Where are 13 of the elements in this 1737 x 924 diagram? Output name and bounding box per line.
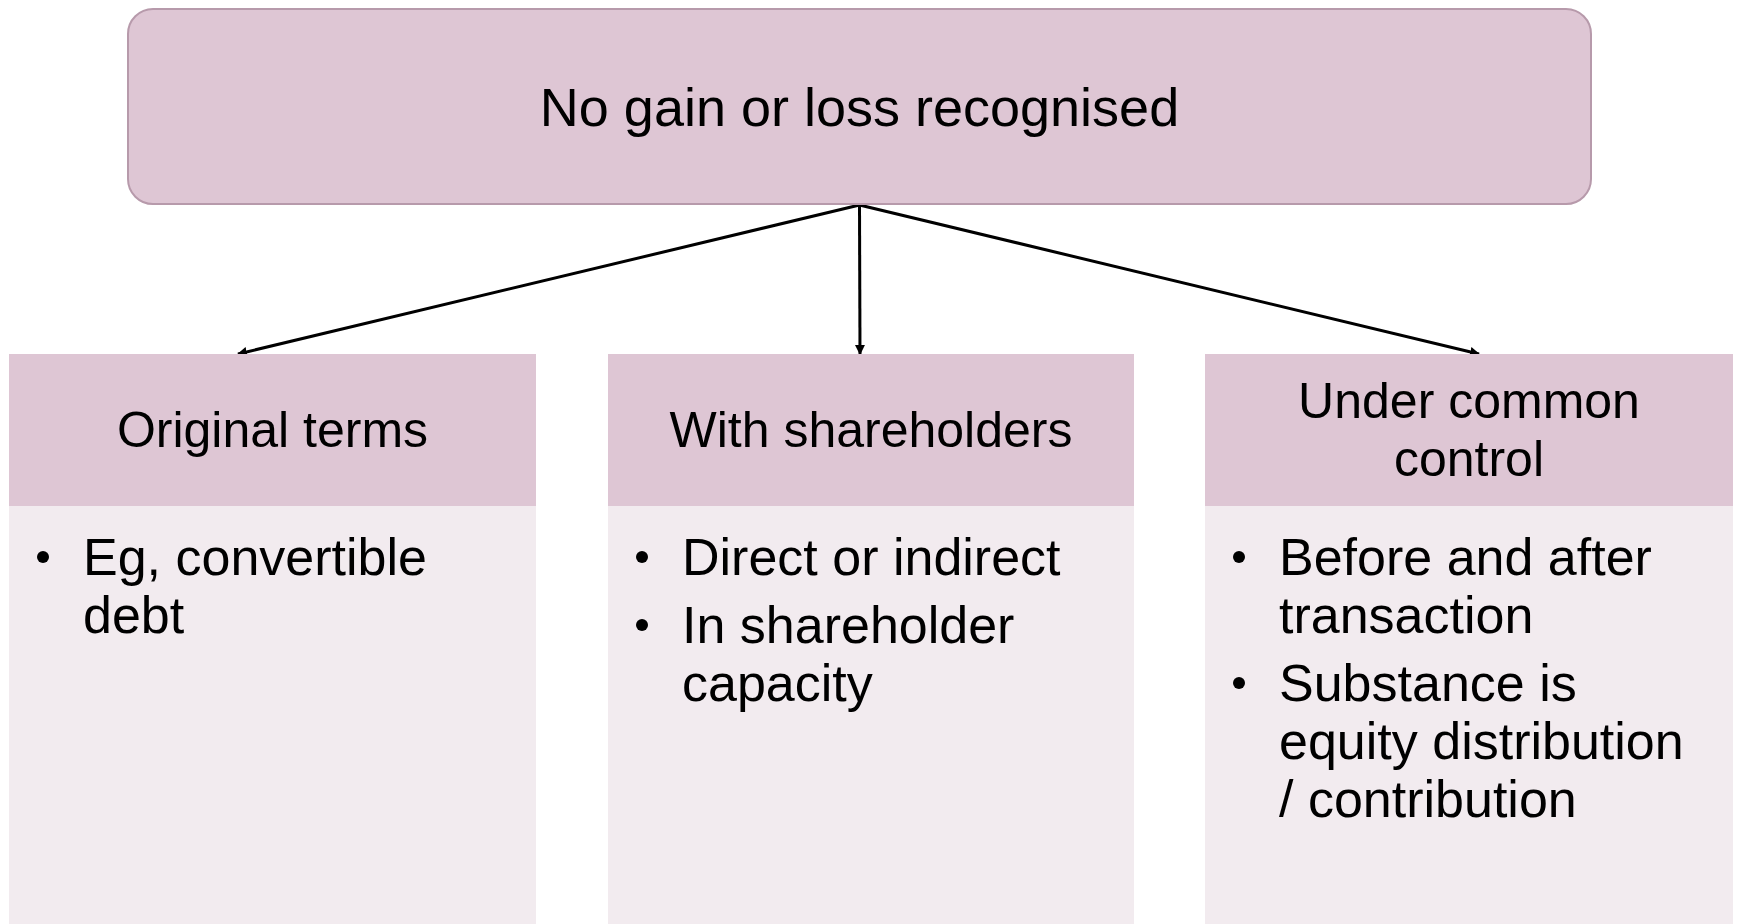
arrow (859, 203, 1480, 357)
bullet-item: Direct or indirect (682, 528, 1062, 586)
bullet-item: In shareholder capacity (682, 596, 1016, 712)
bullet-item: Eg, convertible debt (83, 528, 428, 644)
box-title: No gain or loss recognised (539, 75, 1180, 138)
bullet-item: Before and after transaction (1279, 528, 1653, 644)
rounded-box (127, 8, 1592, 205)
column-heading: With shareholders (669, 401, 1073, 459)
column-heading: Original terms (116, 401, 429, 459)
bullet-item: Substance is equity distribution / contribution (1279, 654, 1685, 828)
arrow (854, 205, 865, 355)
arrow (237, 203, 860, 357)
column-heading: Under common control (1297, 372, 1641, 488)
